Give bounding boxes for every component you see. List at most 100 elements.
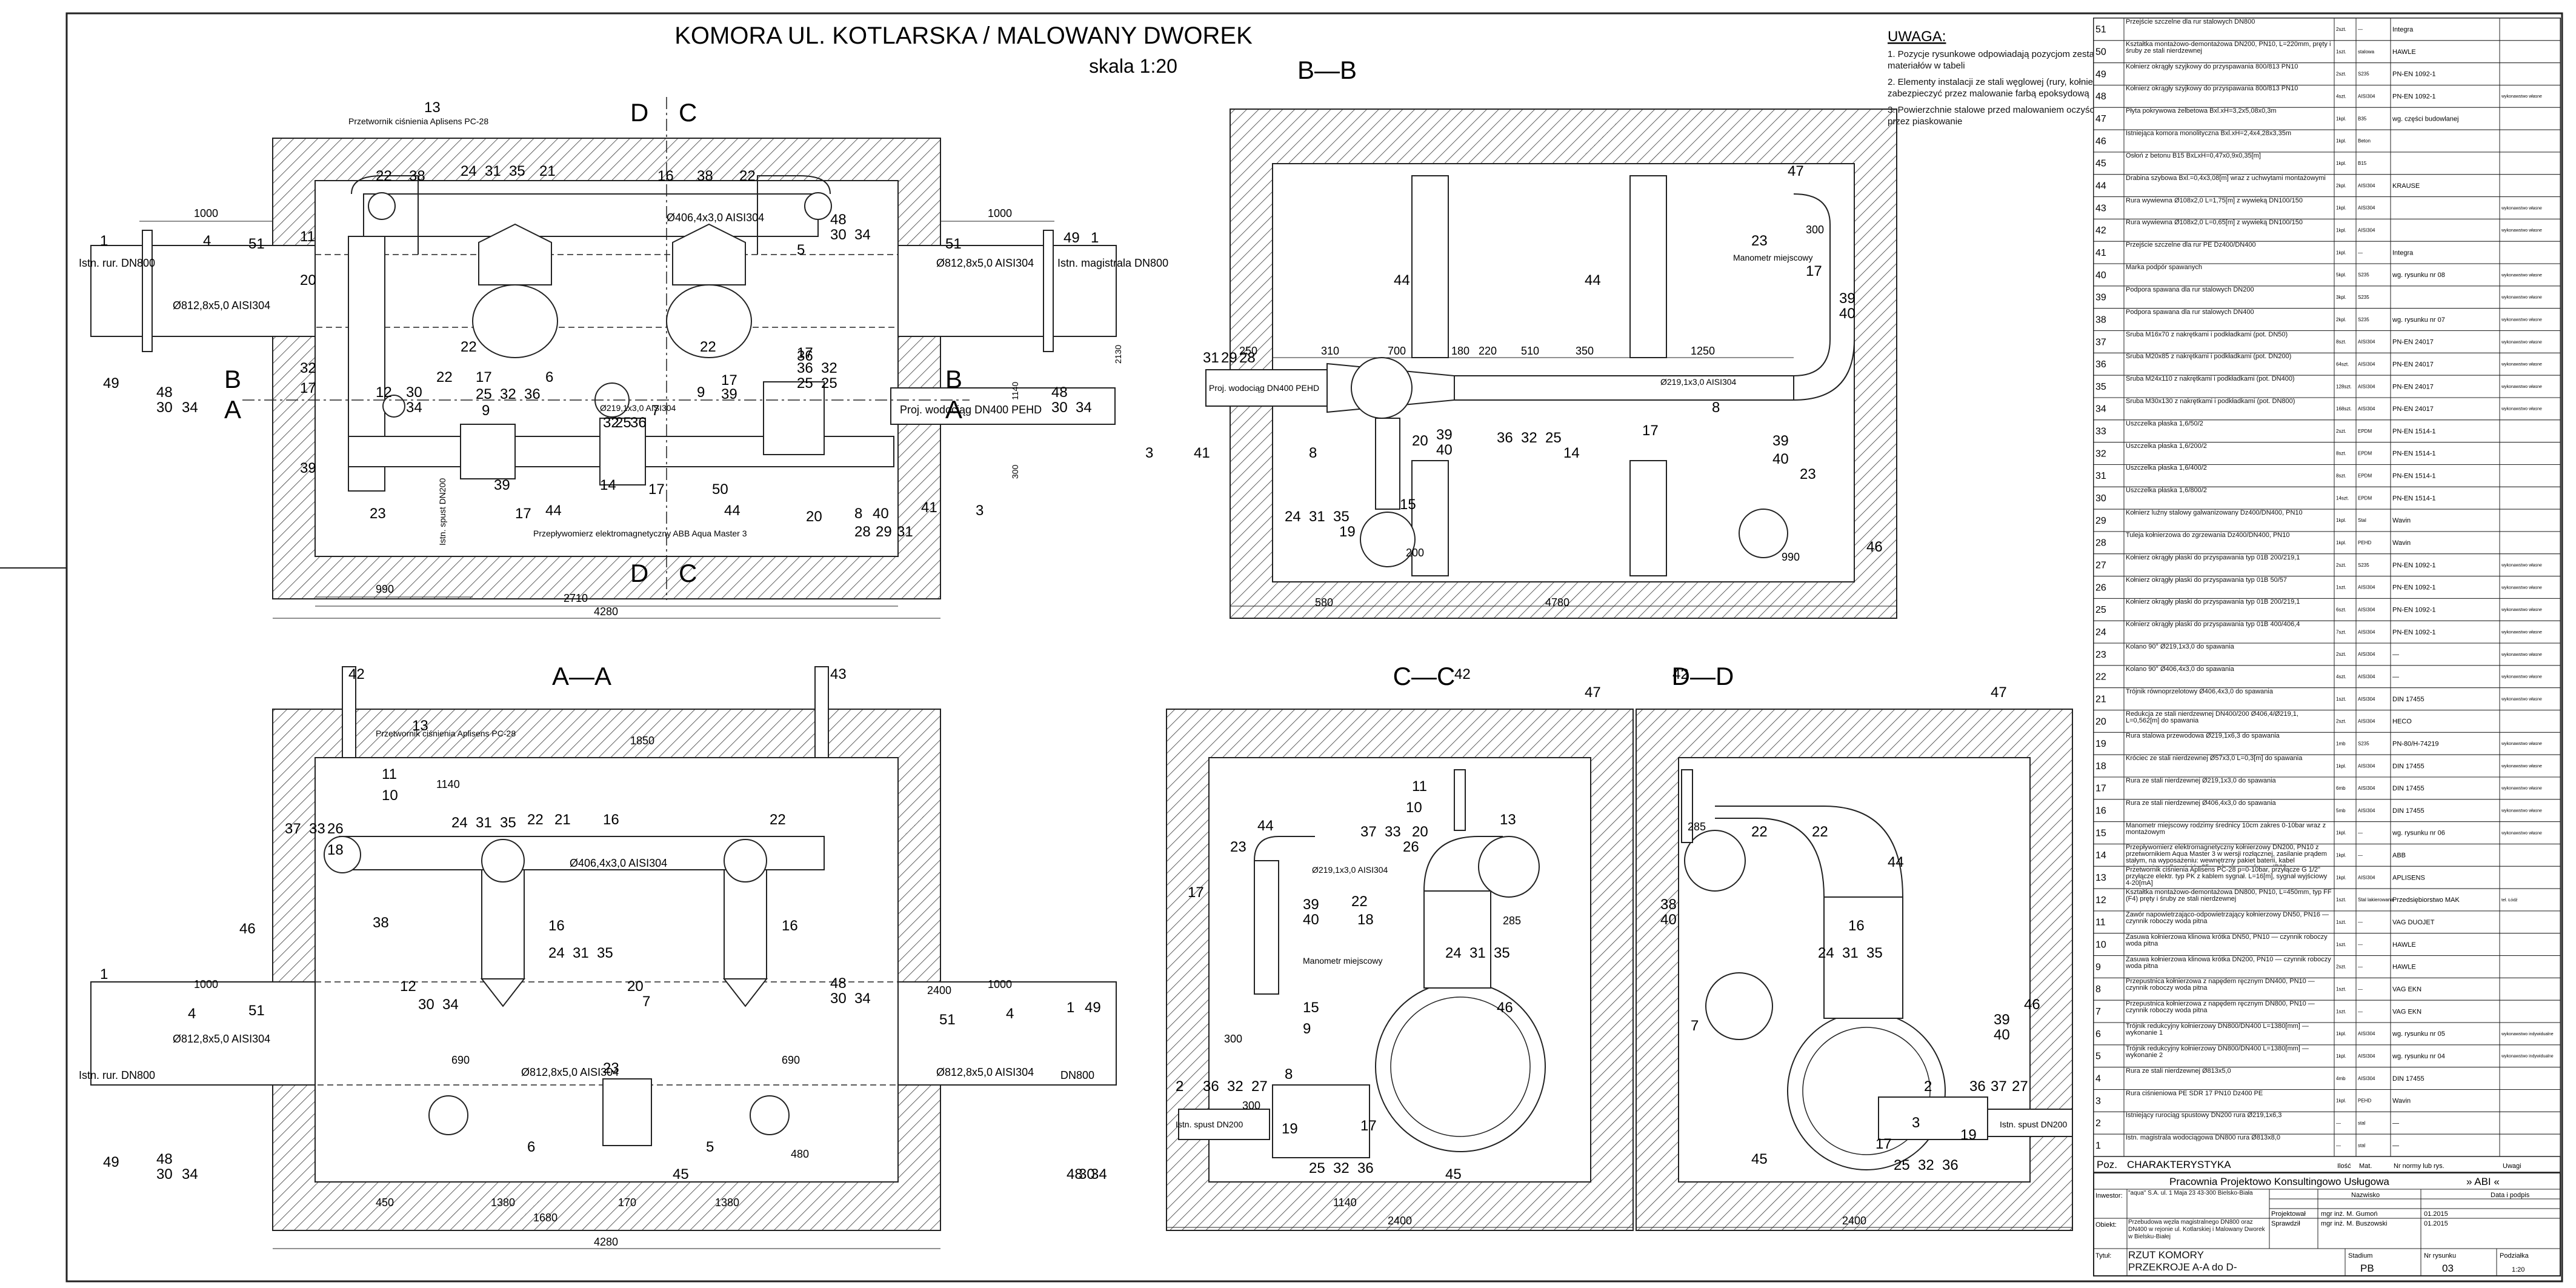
table-cell: VAG EKN <box>2392 1008 2421 1015</box>
dim: 1380 <box>491 1196 515 1209</box>
table-cell-text: Podpora spawana dla rur stalowych DN200 <box>2126 286 2254 293</box>
plan-pipe-spec-left: Ø812,8x5,0 AISI304 <box>173 299 270 312</box>
callout: 30 <box>156 1166 173 1183</box>
table-cell: 2szt. <box>2336 72 2346 77</box>
callout: 3 <box>1912 1115 1920 1131</box>
callout: 34 <box>1076 399 1092 416</box>
table-cell: 4mb <box>2336 1076 2346 1081</box>
callout: 32 <box>821 360 837 376</box>
dim: 2710 <box>564 592 588 604</box>
table-cell-description: Uszczelka płaska 1,6/200/2 <box>2126 443 2207 449</box>
callout: 24 <box>1285 509 1301 525</box>
table-cell: 2szt. <box>2336 562 2346 568</box>
table-cell-description: Przetwornik ciśnienia Aplisens PC-28 p=0… <box>2126 867 2327 886</box>
table-cell: Integra <box>2392 249 2414 256</box>
table-cell-position: 4 <box>2095 1073 2101 1084</box>
table-cell-description: Zasuwa kołnierzowa klinowa krótka DN50, … <box>2126 934 2328 947</box>
table-cell: PN-EN 1092-1 <box>2392 71 2436 78</box>
callout: 22 <box>1351 893 1368 910</box>
callout: 34 <box>182 1166 198 1183</box>
section-mark-a: A <box>224 395 241 424</box>
table-cell-text: Zasuwa kołnierzowa klinowa krótka DN200,… <box>2126 956 2331 970</box>
table-cell: 4szt. <box>2336 94 2346 99</box>
callout: 1 <box>1067 999 1074 1016</box>
table-cell: AISI304 <box>2358 183 2375 189</box>
table-cell: 4szt. <box>2336 674 2346 679</box>
callout: 42 <box>1672 666 1689 682</box>
callout: 9 <box>482 402 490 419</box>
table-cell: wg. rysunku nr 07 <box>2392 316 2445 324</box>
investor-label: Inwestor: <box>2095 1192 2123 1200</box>
table-cell: 1szt. <box>2336 942 2346 947</box>
scale-value: 1:20 <box>2512 1266 2524 1273</box>
section-mark-c-top: C <box>679 98 697 127</box>
table-cell-description: Przepustnica kołnierzowa z napędem ręczn… <box>2126 978 2315 992</box>
table-cell-text: Kołnierz luźny stalowy galwanizowany Dz4… <box>2126 510 2303 517</box>
table-cell-position: 16 <box>2095 806 2106 816</box>
callout: 22 <box>770 812 786 828</box>
table-cell-description: Redukcja ze stali nierdzewnej DN400/200 … <box>2126 711 2298 724</box>
callout: 2 <box>1176 1078 1183 1095</box>
callout: 14 <box>600 477 616 493</box>
callout: 15 <box>1400 496 1416 513</box>
table-cell: HAWLE <box>2392 48 2416 56</box>
table-cell: PN-EN 1514-1 <box>2392 450 2436 458</box>
plan-spust-label: Istn. spust DN200 <box>438 478 447 546</box>
callout: 17 <box>1188 884 1204 901</box>
notes-block: UWAGA: 1. Pozycje rysunkowe odpowiadają … <box>1888 28 2120 127</box>
table-cell: wykonawstwo własne <box>2501 362 2542 367</box>
dim: 1250 <box>1691 345 1715 357</box>
table-cell: AISI304 <box>2358 696 2375 702</box>
table-cell-text: Istniejący rurociąg spustowy DN200 rura … <box>2126 1112 2282 1119</box>
callout: 32 <box>1521 430 1537 446</box>
date-2: 01.2015 <box>2424 1220 2448 1227</box>
table-cell-description: Przepływomierz elektromagnetyczny kołnie… <box>2126 844 2327 866</box>
table-cell: AISI304 <box>2358 786 2375 791</box>
callout: 47 <box>1788 163 1804 179</box>
callout: 48 <box>830 212 847 228</box>
role-1: Projektował <box>2271 1210 2306 1218</box>
callout: 22 <box>527 812 544 828</box>
dim: 300 <box>1224 1033 1242 1045</box>
callout: 16 <box>782 918 798 934</box>
title-label: Tytuł: <box>2095 1252 2111 1260</box>
table-cell-position: 1 <box>2095 1141 2101 1151</box>
plan-top-pipe-label: Ø406,4x3,0 AISI304 <box>667 212 764 224</box>
table-cell: AISI304 <box>2358 719 2375 724</box>
table-cell: AISI304 <box>2358 205 2375 211</box>
table-cell: S235 <box>2358 272 2369 278</box>
table-cell-text: Przepustnica kołnierzowa z napędem ręczn… <box>2126 978 2315 992</box>
head-date: Data i podpis <box>2491 1192 2530 1199</box>
callout: 46 <box>239 921 256 937</box>
cc-spust-label: Istn. spust DN200 <box>1176 1119 1243 1129</box>
table-cell-description: Rura ciśnieniowa PE SDR 17 PN10 Dz400 PE <box>2126 1090 2263 1096</box>
table-cell: wykonawstwo własne <box>2501 697 2542 701</box>
callout: 11 <box>382 766 397 782</box>
callout: 34 <box>1091 1166 1107 1183</box>
table-cell: EPDM <box>2358 429 2372 434</box>
drawing-title: KOMORA UL. KOTLARSKA / MALOWANY DWOREK <box>674 22 1253 49</box>
callout: 24 <box>451 815 468 831</box>
section-bb-title: B—B <box>1297 56 1357 84</box>
table-cell: Stal <box>2358 518 2366 523</box>
bb-dimensions: 250 310 700 180 220 510 350 1250 300 580… <box>1230 224 1897 609</box>
table-cell-text: Rura ze stali nierdzewnej Ø813x5,0 <box>2126 1067 2231 1075</box>
callout: 22 <box>739 168 756 184</box>
section-cc-title: C—C <box>1393 662 1456 690</box>
table-cell: AISI304 <box>2358 763 2375 769</box>
table-cell-position: 46 <box>2095 136 2106 147</box>
table-cell-position: 49 <box>2095 69 2106 79</box>
table-cell-position: 15 <box>2095 828 2106 838</box>
table-cell-position: 47 <box>2095 114 2106 124</box>
table-cell: AISI304 <box>2358 1053 2375 1059</box>
table-cell: DIN 17455 <box>2392 807 2425 815</box>
callout: 16 <box>1848 918 1865 934</box>
table-cell-position: 27 <box>2095 561 2106 571</box>
aa-pipe-right-label: Ø812,8x5,0 AISI304 <box>936 1066 1034 1078</box>
